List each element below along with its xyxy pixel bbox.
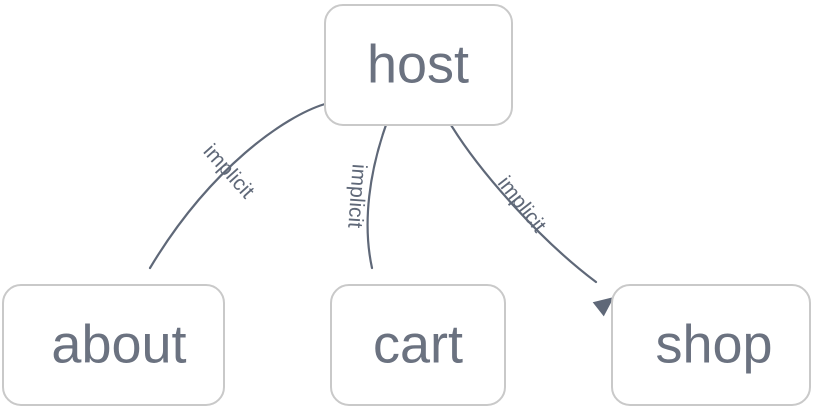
node-about[interactable]: about (2, 284, 225, 406)
arrowhead-host-shop (592, 297, 614, 317)
node-label-shop: shop (655, 314, 772, 374)
nodes-layer: host about cart shop (2, 4, 811, 406)
node-cart[interactable]: cart (330, 284, 506, 406)
node-host[interactable]: host (324, 4, 513, 126)
edge-host-shop (449, 123, 614, 317)
node-box-about[interactable] (2, 284, 225, 406)
edge-host-about (145, 102, 327, 307)
edge-line-host-about (148, 102, 327, 270)
edge-line-host-cart (366, 123, 388, 270)
edge-label-host-shop: implicit (493, 172, 551, 237)
edge-line-host-shop (449, 123, 598, 284)
node-box-shop[interactable] (611, 284, 811, 406)
node-box-host[interactable] (324, 4, 513, 126)
node-shop[interactable]: shop (611, 284, 811, 406)
node-label-cart: cart (373, 314, 463, 374)
node-box-cart[interactable] (330, 284, 506, 406)
node-label-host: host (367, 34, 469, 94)
node-label-about: about (51, 314, 186, 374)
edge-label-host-cart: implicit (343, 163, 370, 229)
